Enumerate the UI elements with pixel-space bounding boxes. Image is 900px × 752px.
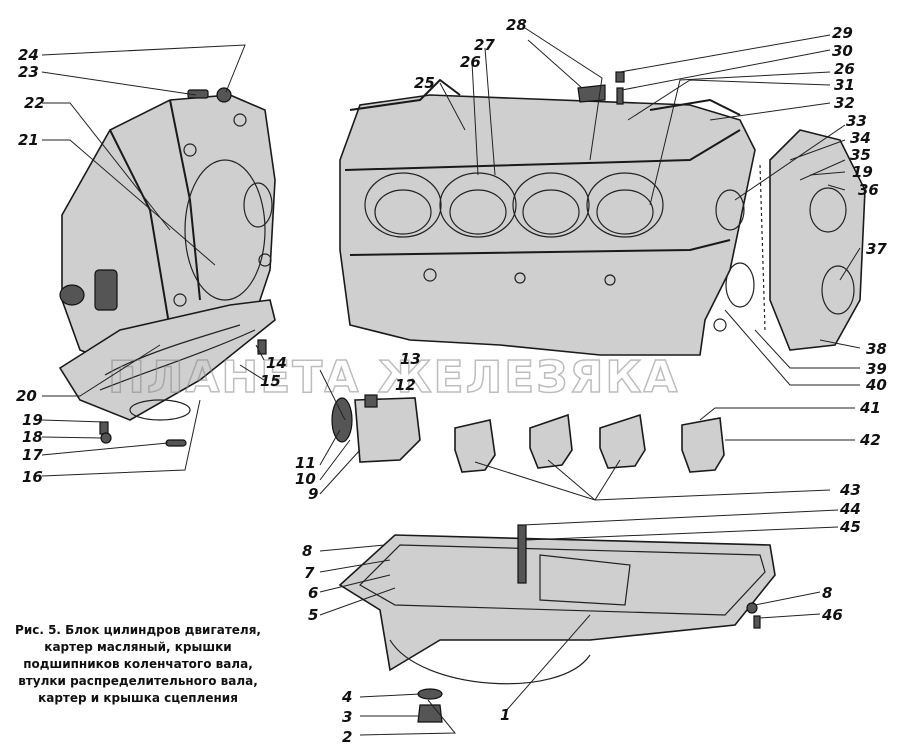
callout-1: 1 [500,706,510,724]
callout-9: 9 [308,485,318,503]
leader-lines [41,27,861,736]
callout-2: 2 [342,728,352,746]
callout-29: 29 [832,24,853,42]
callout-6: 6 [308,584,318,602]
callout-32: 32 [834,94,855,112]
cylinder-bore-3 [512,172,590,238]
rear-bearing-cap [331,394,421,463]
callout-44: 44 [839,500,861,518]
callout-8: 8 [302,542,312,560]
callout-36: 36 [858,181,879,199]
oil-pan [338,524,776,723]
callout-42: 42 [859,431,881,449]
callout-33: 33 [846,112,867,130]
callout-18: 18 [22,428,43,446]
callout-38: 38 [866,340,887,358]
callout-17: 17 [22,446,43,464]
callout-4: 4 [341,688,352,706]
callout-45: 45 [839,518,861,536]
clutch-cover [58,299,276,421]
callout-3: 3 [342,708,352,726]
figure-caption: Рис. 5. Блок цилиндров двигателя, картер… [15,623,261,705]
callout-30: 30 [832,42,853,60]
callout-19b: 19 [852,163,873,181]
callout-26: 26 [460,53,481,71]
callout-34: 34 [850,129,871,147]
callout-28: 28 [506,16,527,34]
left-hardware [99,87,267,447]
callout-37: 37 [866,240,887,258]
callout-25: 25 [414,74,435,92]
watermark: ПЛАНЕТА ЖЕЛЕЗЯКА [108,352,679,403]
callout-5: 5 [308,606,318,624]
callout-27: 27 [474,36,495,54]
callout-8b: 8 [822,584,832,602]
callout-14: 14 [266,354,287,372]
callout-39: 39 [866,360,887,378]
clutch-housing [59,94,276,371]
callout-19: 19 [22,411,43,429]
callout-13: 13 [400,350,421,368]
callout-46: 46 [821,606,843,624]
timing-cover [715,129,866,351]
cylinder-bore-1 [364,172,442,238]
callout-35: 35 [850,146,871,164]
callout-11: 11 [295,454,316,472]
callout-15: 15 [260,372,281,390]
callout-16: 16 [22,468,43,486]
callout-labels: 1 2 3 4 5 6 7 8 8 9 10 11 12 13 14 15 16… [16,16,887,746]
callout-23: 23 [18,63,39,81]
callout-40: 40 [865,376,887,394]
callout-41: 41 [859,399,881,417]
callout-26b: 26 [834,60,855,78]
callout-24: 24 [18,46,39,64]
callout-12: 12 [395,376,416,394]
cylinder-block [339,79,756,356]
top-hardware [577,71,625,105]
callout-7: 7 [304,564,315,582]
cylinder-bore-4 [586,172,664,238]
callout-21: 21 [18,131,39,149]
callout-43: 43 [839,481,861,499]
callout-31: 31 [834,76,855,94]
callout-20: 20 [16,387,37,405]
callout-22: 22 [24,94,45,112]
callout-10: 10 [295,470,316,488]
main-bearing-caps [454,413,725,473]
